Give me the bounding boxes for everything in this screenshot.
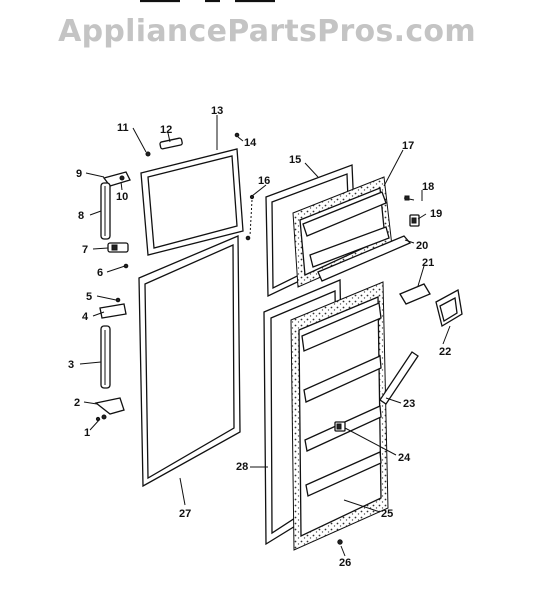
- callout-23: 23: [403, 398, 415, 410]
- callout-17: 17: [402, 140, 414, 152]
- hinge-bottom-assembly: [94, 325, 125, 422]
- callout-15: 15: [289, 154, 301, 166]
- watermark: AppliancePartsPros.com: [58, 14, 476, 49]
- callout-27: 27: [179, 508, 191, 520]
- screw-14: [234, 132, 240, 138]
- callout-13: 13: [211, 105, 223, 117]
- hinge-top-assembly: [100, 171, 131, 240]
- callout-22: 22: [439, 346, 451, 358]
- leader-lines: [79, 115, 451, 557]
- callout-28: 28: [236, 461, 248, 473]
- callout-18: 18: [422, 181, 434, 193]
- screw-16: [245, 194, 255, 241]
- handle-22: [435, 288, 463, 328]
- callout-6: 6: [97, 267, 103, 279]
- callout-8: 8: [78, 210, 84, 222]
- callout-20: 20: [416, 240, 428, 252]
- freezer-gasket-13: [140, 148, 244, 256]
- callout-16: 16: [258, 175, 270, 187]
- plug-12: [159, 137, 183, 150]
- callout-12: 12: [160, 124, 172, 136]
- callout-7: 7: [82, 244, 88, 256]
- callout-11: 11: [117, 122, 129, 134]
- shelf-retainer-24: [334, 421, 346, 432]
- callout-25: 25: [381, 508, 393, 520]
- callout-5: 5: [86, 291, 92, 303]
- callout-10: 10: [116, 191, 128, 203]
- retainer-18: [403, 195, 415, 201]
- callout-24: 24: [398, 452, 411, 464]
- callout-3: 3: [68, 359, 74, 371]
- fresh-food-gasket-27: [138, 235, 241, 488]
- callout-labels: 1 2 3 4 5 6 7 8 9 10 11 12 13 14 15 16 1…: [68, 105, 451, 569]
- hinge-middle-assembly: [99, 242, 129, 319]
- callout-21: 21: [422, 257, 434, 269]
- callout-4: 4: [82, 311, 89, 323]
- callout-19: 19: [430, 208, 442, 220]
- screw-26: [337, 539, 343, 545]
- freezer-shelf-20: [317, 235, 412, 282]
- callout-1: 1: [84, 427, 90, 439]
- callout-9: 9: [76, 168, 82, 180]
- butter-door-21: [399, 283, 431, 305]
- fresh-food-liner: [290, 281, 389, 551]
- callout-2: 2: [74, 397, 80, 409]
- callout-14: 14: [244, 137, 257, 149]
- callout-26: 26: [339, 557, 351, 569]
- rack-bar-23: [379, 351, 419, 405]
- freezer-liner-17: [292, 176, 393, 288]
- stop-19: [409, 214, 420, 227]
- screw-11: [145, 151, 151, 157]
